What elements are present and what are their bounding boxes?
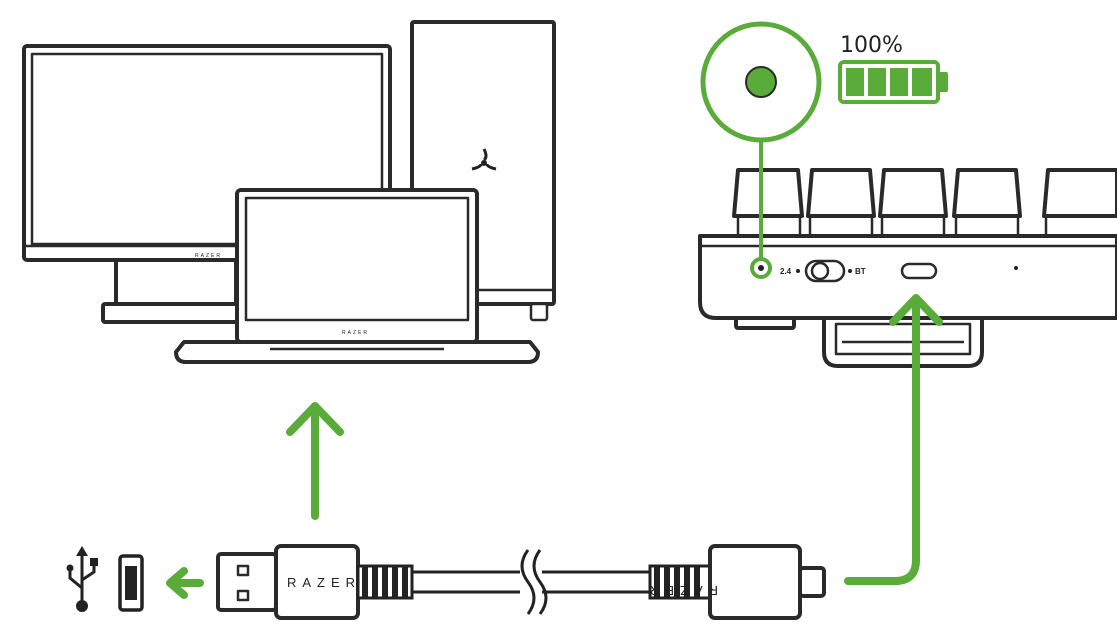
led-on-icon bbox=[745, 66, 777, 98]
status-led bbox=[750, 257, 772, 279]
battery-indicator: 100% bbox=[838, 33, 948, 104]
arrow-to-keyboard-port bbox=[844, 294, 943, 585]
battery-cell-2 bbox=[868, 68, 886, 96]
battery-cell-4 bbox=[912, 68, 932, 96]
usb-a-plug bbox=[216, 552, 278, 612]
keyboard: 2.4 BT bbox=[698, 168, 1117, 368]
cable-brand-left: RAZER bbox=[287, 575, 361, 590]
laptop-logo-label: RAZER bbox=[342, 330, 369, 336]
switch-label-2-4: 2.4 bbox=[780, 267, 792, 276]
cable-brand-right: RAZER bbox=[644, 583, 718, 598]
battery-cell-3 bbox=[890, 68, 908, 96]
switch-label-bt: BT bbox=[855, 267, 866, 276]
battery-icon bbox=[838, 60, 948, 104]
mode-switch[interactable]: 2.4 BT bbox=[780, 259, 866, 283]
usb-port-icon bbox=[118, 554, 144, 612]
usb-c-plug bbox=[798, 566, 826, 598]
battery-cell-1 bbox=[846, 68, 864, 96]
arrow-to-computers bbox=[286, 402, 344, 520]
arrow-to-usb-port bbox=[166, 567, 204, 599]
keycaps bbox=[732, 168, 1117, 236]
razer-logo-icon bbox=[471, 148, 497, 171]
led-callout bbox=[700, 21, 822, 259]
strain-relief-right bbox=[648, 564, 712, 600]
usb-c-port[interactable] bbox=[900, 262, 938, 280]
battery-percent-label: 100% bbox=[840, 33, 903, 58]
laptop: RAZER bbox=[174, 188, 540, 364]
strain-relief-left bbox=[356, 564, 414, 600]
monitor-logo-label: RAZER bbox=[195, 253, 222, 259]
indicator-dot bbox=[1014, 266, 1018, 270]
usb-cable: RAZER RAZER bbox=[216, 544, 826, 620]
usb-icon bbox=[66, 546, 98, 612]
